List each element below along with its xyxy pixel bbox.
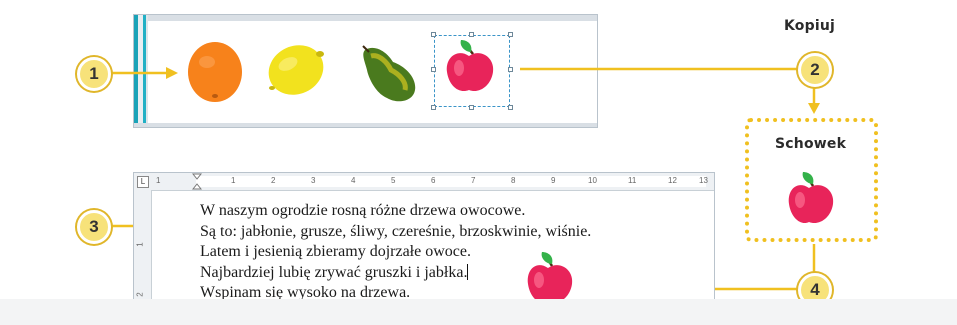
apple-icon [788, 172, 834, 224]
apple-icon[interactable] [524, 250, 576, 308]
ruler-number: 9 [551, 176, 556, 185]
ruler-number: 12 [668, 176, 677, 185]
ruler-number: 1 [231, 176, 236, 185]
ruler-number: 13 [699, 176, 708, 185]
ruler-number: 10 [588, 176, 597, 185]
resize-handle[interactable] [469, 105, 474, 110]
copy-label: Kopiuj [784, 18, 836, 34]
text-cursor [467, 263, 469, 280]
ruler-number: 8 [511, 176, 516, 185]
ruler-number: 2 [135, 292, 145, 297]
callout-2: 2 [798, 53, 832, 87]
ruler-number: 11 [628, 176, 637, 185]
resize-handle[interactable] [508, 32, 513, 37]
document-line: Wspinam się wysoko na drzewa. [200, 284, 411, 301]
document-body[interactable]: W naszym ogrodzie rosną różne drzewa owo… [200, 201, 720, 304]
bottom-strip [0, 299, 957, 325]
apple-icon[interactable] [443, 38, 499, 96]
ruler-number: 1 [156, 176, 161, 185]
ruler-number: 6 [431, 176, 436, 185]
resize-handle[interactable] [431, 67, 436, 72]
pear-icon[interactable] [357, 40, 423, 104]
document-line: Są to: jabłonie, grusze, śliwy, czereśni… [200, 222, 592, 240]
ruler-number: 1 [135, 242, 145, 247]
selection-frame[interactable] [431, 32, 513, 110]
document-line: W naszym ogrodzie rosną różne drzewa owo… [200, 202, 526, 219]
ruler-number: 2 [271, 176, 276, 185]
indent-marker[interactable] [192, 173, 202, 190]
resize-handle[interactable] [431, 105, 436, 110]
resize-handle[interactable] [431, 32, 436, 37]
orange-icon[interactable] [185, 38, 245, 104]
ruler-number: 3 [311, 176, 316, 185]
canvas-bottom-bar [134, 123, 597, 127]
document-line: Najbardziej lubię zrywać gruszki i jabłk… [200, 263, 469, 281]
tab-selector[interactable]: L [137, 176, 149, 188]
lemon-icon[interactable] [262, 40, 330, 100]
vertical-ruler[interactable]: 1 2 [134, 190, 152, 324]
callout-3: 3 [77, 210, 111, 244]
callout-1: 1 [77, 57, 111, 91]
arrowhead-1 [166, 67, 178, 79]
resize-handle[interactable] [469, 32, 474, 37]
ruler-number: 4 [351, 176, 356, 185]
resize-handle[interactable] [508, 67, 513, 72]
arrowhead-2 [808, 103, 820, 114]
ruler-number: 5 [391, 176, 396, 185]
ruler-number: 7 [471, 176, 476, 185]
document-line: Latem i jesienią zbieramy dojrzałe owoce… [200, 243, 471, 260]
canvas-left-bar [134, 15, 148, 127]
clipboard-label: Schowek [775, 136, 847, 152]
resize-handle[interactable] [508, 105, 513, 110]
horizontal-ruler[interactable]: L 1 1 2 3 4 5 6 7 8 9 10 11 12 13 [134, 173, 714, 191]
canvas-top-bar [134, 15, 597, 21]
clipboard-box: Schowek [745, 118, 878, 242]
